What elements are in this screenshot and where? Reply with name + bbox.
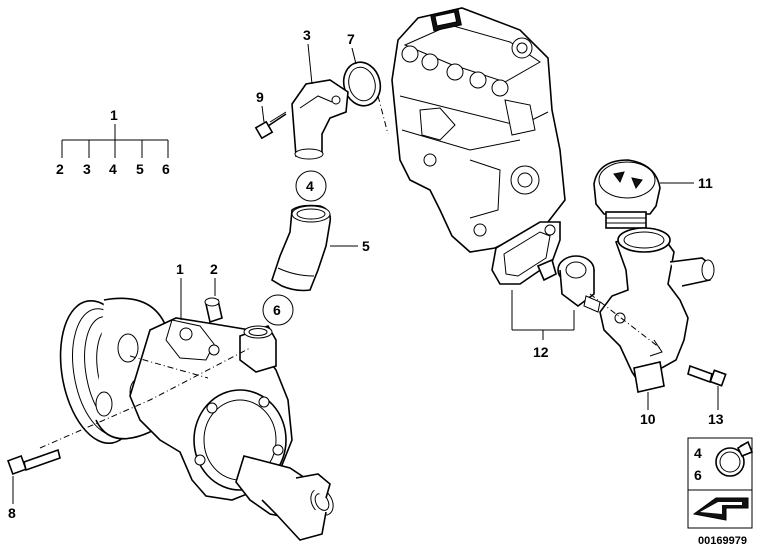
callout-9: 9 [256,89,264,105]
tree-child-4: 4 [109,161,117,177]
arrow-icon [692,497,749,521]
legend-box: 4 6 [687,437,754,529]
callout-12-bracket [511,290,575,340]
ring-6-marker: 6 [262,294,294,326]
legend-label-4: 4 [694,445,702,461]
callout-4: 4 [306,178,314,194]
bolt-13-drawing [687,364,727,387]
tree-child-3: 3 [83,161,91,177]
cap-11-drawing [593,159,661,229]
legend-label-6: 6 [694,467,702,483]
tree-child-5: 5 [136,161,144,177]
callout-12: 12 [533,344,549,360]
housing-10-drawing [599,227,715,393]
elbow-3-drawing [291,79,349,160]
oring-7-drawing [342,61,382,107]
callout-10: 10 [640,411,656,427]
callout-11: 11 [698,175,713,191]
callout-7: 7 [347,31,355,47]
bolt-8-drawing [7,448,61,475]
thermostat-drawing [536,255,601,313]
tree-root-label: 1 [110,107,118,123]
sleeve-2-drawing [204,297,223,324]
callout-13: 13 [708,411,724,427]
tree-child-2: 2 [56,161,64,177]
ring-4-marker: 4 [295,170,327,202]
tree-child-6: 6 [162,161,170,177]
callout-2: 2 [210,261,218,277]
callout-3: 3 [303,27,311,43]
callout-6: 6 [273,302,281,318]
bolt-9-drawing [254,111,287,140]
callout-5: 5 [362,238,370,254]
water-pump-1-drawing [59,297,334,541]
engine-block-drawing [391,7,566,253]
diagram-id-code: 00169979 [698,535,747,547]
callout-8: 8 [8,505,16,521]
hose-5-drawing [271,204,332,292]
part-tree: 1 2 3 4 5 6 [56,107,170,177]
callout-1-pump: 1 [176,261,184,277]
hose-clamp-icon [715,440,754,477]
gasket-drawing [491,221,561,285]
